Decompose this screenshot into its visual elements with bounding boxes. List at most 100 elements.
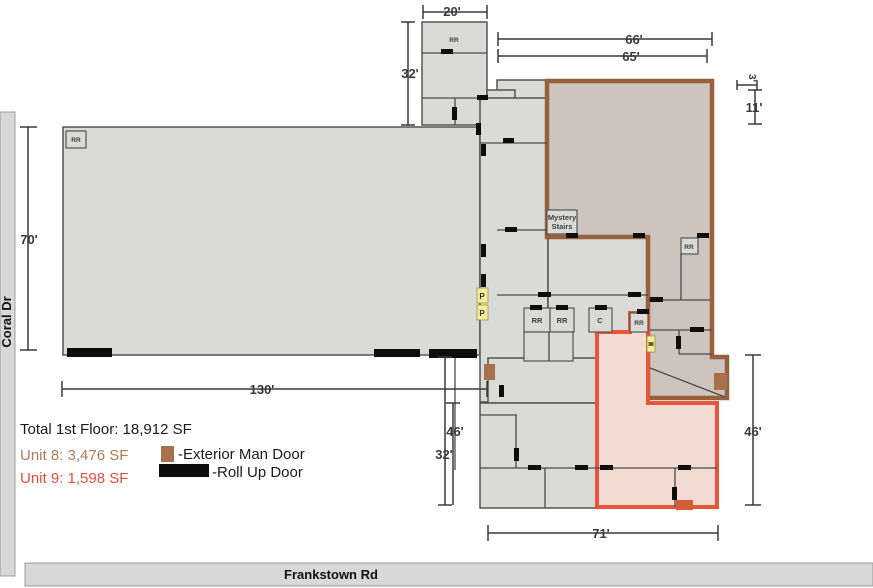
restroom-label: RR — [557, 316, 568, 325]
legend-total-sf: Total 1st Floor: 18,912 SF — [20, 421, 192, 438]
dimension-annotations: 20' 32' 66' 65' 3' 11' 70' 130' — [20, 4, 762, 541]
door-mark — [452, 107, 457, 120]
legend-roll-up-label: -Roll Up Door — [212, 464, 303, 481]
legend-man-door-label: -Exterior Man Door — [178, 446, 305, 463]
dim-label: 71' — [592, 526, 610, 541]
door-mark — [528, 465, 541, 470]
parking-marker — [476, 287, 489, 304]
door-mark — [676, 336, 681, 349]
door-mark — [672, 487, 677, 500]
parking-markers: P P — [476, 287, 656, 353]
dim-46ft-mid: 46' — [438, 356, 464, 506]
door-mark — [481, 244, 486, 257]
dim-66ft: 66' — [497, 32, 713, 47]
dim-label: 32' — [401, 66, 419, 81]
dim-label: 32' — [435, 447, 453, 462]
mystery-stairs-label-1: Mystery — [548, 213, 577, 222]
dim-label: 65' — [622, 49, 640, 64]
interior-walls: RR RR RR RR C — [65, 37, 648, 508]
dim-label: 20' — [443, 4, 461, 19]
door-mark — [503, 138, 514, 143]
road-frankstown — [24, 562, 873, 587]
building-bottom-upper — [487, 357, 598, 404]
door-mark — [697, 233, 709, 238]
door-mark — [690, 327, 704, 332]
exterior-man-door — [714, 373, 727, 390]
roll-up-door — [429, 349, 477, 358]
dim-130ft: 130' — [61, 381, 488, 397]
parking-marker-glyph — [648, 342, 654, 346]
closet-label: C — [597, 316, 603, 325]
door-mark — [637, 309, 649, 314]
legend-roll-up-swatch — [159, 464, 209, 477]
road-label-frankstown: Frankstown Rd — [284, 567, 378, 582]
dim-label: 46' — [744, 424, 762, 439]
dim-label: 70' — [20, 232, 38, 247]
building-main-warehouse — [62, 126, 481, 356]
restroom-label: RR — [532, 316, 543, 325]
restroom-main — [65, 130, 87, 149]
exterior-man-door — [484, 364, 495, 380]
stair-ramp-wall — [649, 367, 726, 398]
door-mark — [499, 385, 504, 397]
door-mark — [530, 305, 542, 310]
door-mark — [633, 233, 645, 238]
door-mark — [628, 292, 641, 297]
legend-unit8-sf: Unit 8: 3,476 SF — [20, 447, 128, 464]
door-mark — [477, 95, 488, 100]
door-mark — [476, 123, 481, 135]
dim-11ft: 11' — [746, 89, 763, 125]
legend-unit9-sf: Unit 9: 1,598 SF — [20, 470, 128, 487]
door-mark — [481, 274, 486, 287]
restroom-label: RR — [449, 37, 459, 44]
legend-man-door-swatch — [161, 446, 174, 462]
door-mark — [514, 448, 519, 461]
dim-71ft: 71' — [487, 525, 719, 541]
restroom-mid-2 — [549, 307, 575, 333]
door-mark — [505, 227, 517, 232]
door-mark — [538, 292, 551, 297]
road-coral-dr — [0, 111, 16, 577]
dim-65ft: 65' — [497, 49, 708, 64]
mystery-stairs-room — [546, 209, 578, 235]
exterior-man-door-unit9 — [676, 500, 693, 510]
door-marks — [441, 49, 709, 500]
dim-32ft-top: 32' — [401, 21, 419, 126]
road-label-coral-dr: Coral Dr — [0, 296, 14, 347]
legend: Total 1st Floor: 18,912 SF Unit 8: 3,476… — [20, 421, 305, 487]
roll-up-door — [374, 349, 420, 357]
unit8-interior: Mystery Stairs RR — [546, 209, 726, 398]
dim-32ft-mid: 32' — [435, 402, 460, 505]
restroom-mid-1 — [523, 307, 551, 333]
roll-up-door — [67, 348, 112, 357]
door-mark — [575, 465, 588, 470]
restroom-label: RR — [71, 137, 81, 144]
parking-label: P — [479, 292, 485, 301]
dim-label: 3' — [746, 74, 757, 82]
dim-70ft: 70' — [20, 126, 38, 351]
mystery-stairs-label-2: Stairs — [552, 222, 573, 231]
door-mark — [595, 305, 607, 310]
dim-46ft-right: 46' — [744, 354, 762, 506]
door-mark — [481, 144, 486, 156]
parking-marker — [476, 304, 489, 321]
door-mark — [556, 305, 568, 310]
dim-20ft: 20' — [422, 4, 488, 19]
door-mark — [678, 465, 691, 470]
dim-label: 11' — [746, 100, 763, 115]
building-bottom-lower — [479, 402, 598, 509]
dim-3ft: 3' — [736, 74, 758, 90]
unit8-outline — [544, 78, 730, 401]
roll-up-doors — [67, 348, 477, 358]
restroom-label: RR — [684, 244, 694, 251]
dim-label: 130' — [250, 382, 275, 397]
dim-label: 46' — [446, 424, 464, 439]
door-mark — [650, 297, 663, 302]
parking-label: P — [479, 309, 485, 318]
door-mark — [600, 465, 613, 470]
door-mark — [441, 49, 453, 54]
dim-label: 66' — [625, 32, 643, 47]
unit9-interior: RR — [597, 312, 717, 507]
